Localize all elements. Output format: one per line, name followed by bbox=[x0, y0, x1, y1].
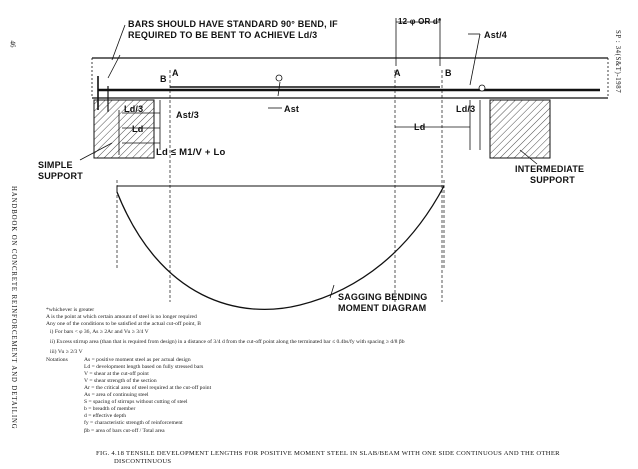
note-line: A is the point at which certain amount o… bbox=[46, 314, 197, 320]
ld-left-label: Ld bbox=[132, 124, 144, 134]
notation-item: As = area of continuing steel bbox=[84, 392, 149, 398]
note-line: ii) Excess stirrup area (than that is re… bbox=[50, 339, 405, 345]
handbook-side-title: HANDBOOK ON CONCRETE REINFORCEMENT AND D… bbox=[10, 186, 17, 430]
beam bbox=[91, 57, 609, 99]
bend-note-line2: REQUIRED TO BE BENT TO ACHIEVE Ld/3 bbox=[128, 30, 318, 40]
code-side-title: SP : 34(S&T)-1987 bbox=[614, 30, 621, 94]
bend-note-line1: BARS SHOULD HAVE STANDARD 90° BEND, IF bbox=[128, 19, 338, 29]
intermediate-support-label-line1: INTERMEDIATE bbox=[515, 164, 585, 174]
notation-item: As = positive moment steel as per actual… bbox=[84, 357, 191, 363]
ld3-right-label: Ld/3 bbox=[456, 104, 476, 114]
ast4-label: Ast/4 bbox=[484, 30, 508, 40]
notations-label: Notations bbox=[46, 357, 68, 363]
note-line: iii) Vu ≥ 2/3 V bbox=[50, 349, 83, 355]
simple-support-label-line2: SUPPORT bbox=[38, 171, 83, 181]
notation-item: fy = characteristic strength of reinforc… bbox=[84, 420, 183, 426]
caption-line2: DISCONTINUOUS bbox=[114, 458, 172, 465]
moment-diagram bbox=[116, 185, 445, 311]
ast-label: Ast bbox=[284, 104, 300, 114]
notation-item: βb = area of bars cut-off / Total area bbox=[84, 428, 165, 434]
notation-item: d = effective depth bbox=[84, 413, 127, 419]
notation-item: S = spacing of stirrups without cutting … bbox=[84, 399, 188, 405]
notation-item: V = shear strength of the section bbox=[84, 378, 157, 384]
ast3-label: Ast/3 bbox=[176, 110, 200, 120]
notation-item: b = breadth of member bbox=[84, 406, 136, 412]
point-a-left-label: A bbox=[172, 68, 179, 78]
leader-lines bbox=[79, 24, 538, 299]
dimension-lines bbox=[118, 18, 481, 155]
intermediate-support-label-line2: SUPPORT bbox=[530, 175, 575, 185]
moment-diagram-label-line2: MOMENT DIAGRAM bbox=[338, 303, 427, 313]
caption-line1: FIG. 4.18 TENSILE DEVELOPMENT LENGTHS FO… bbox=[96, 450, 560, 457]
notation-item: Ld = development length based on fully s… bbox=[84, 364, 204, 370]
note-line: *whichever is greater bbox=[46, 307, 95, 313]
simple-support-label-line1: SIMPLE bbox=[38, 160, 73, 170]
simple-support bbox=[93, 99, 155, 159]
point-b-right-label: B bbox=[445, 68, 452, 78]
ld-formula-label: Ld ≤ M1/V + Lo bbox=[156, 147, 226, 158]
notation-item: Ar = the critical area of steel required… bbox=[84, 385, 212, 391]
point-b-left-label: B bbox=[160, 74, 167, 84]
notation-item: V = shear at the cut-off point bbox=[84, 371, 149, 377]
ld3-left-label: Ld/3 bbox=[124, 104, 144, 114]
page-number: 46 bbox=[8, 40, 17, 48]
figure-caption: FIG. 4.18 TENSILE DEVELOPMENT LENGTHS FO… bbox=[96, 450, 596, 466]
intermediate-support bbox=[489, 99, 551, 159]
dim-12phi-label: 12 φ OR d* bbox=[398, 17, 442, 26]
point-a-right-label: A bbox=[394, 68, 401, 78]
note-line: i) For bars < φ 36, As ≥ 2Ar and Vu ≥ 3/… bbox=[50, 329, 149, 335]
note-line: Any one of the conditions to be satisfie… bbox=[46, 321, 201, 327]
ld-mid-label: Ld bbox=[414, 122, 426, 132]
moment-diagram-label-line1: SAGGING BENDING bbox=[338, 292, 428, 302]
